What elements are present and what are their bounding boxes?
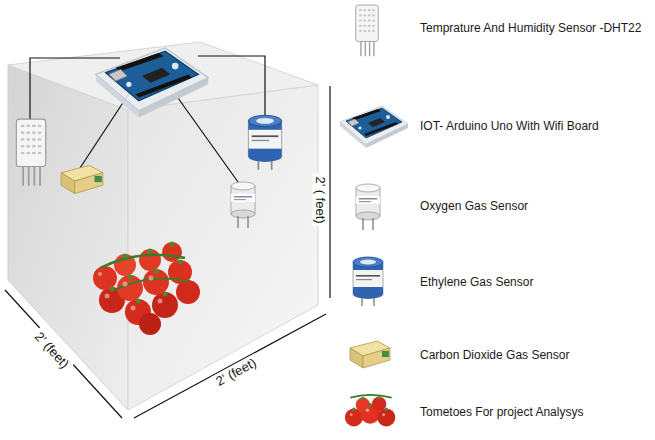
legend-icon	[345, 395, 395, 427]
arduino-board	[96, 48, 208, 117]
legend-icon	[353, 257, 383, 306]
tomato-cluster	[93, 242, 200, 336]
legend-icon	[356, 184, 380, 230]
dimension-label: 2’ ( feet)	[313, 173, 328, 226]
legend-icon	[350, 341, 390, 368]
cube-right-face	[128, 85, 318, 410]
oxygen-sensor	[231, 182, 255, 228]
legend-icon	[340, 106, 408, 148]
dimension-line	[329, 86, 330, 298]
dht22-sensor	[16, 119, 45, 186]
legend-text: Oxygen Gas Sensor	[420, 199, 528, 213]
co2-sensor	[61, 165, 103, 193]
legend-text: Ethylene Gas Sensor	[420, 275, 533, 289]
legend-text: Carbon Dioxide Gas Sensor	[420, 348, 569, 362]
ethylene-sensor	[248, 115, 281, 169]
legend-text: IOT- Arduino Uno With Wifi Board	[420, 119, 599, 133]
legend-text: Tometoes For project Analysys	[420, 405, 583, 419]
legend-text: Temprature And Humidity Sensor -DHT22	[420, 21, 641, 35]
cube-left-face	[8, 65, 128, 410]
legend-icon	[356, 5, 379, 56]
dimension-line	[134, 314, 326, 418]
